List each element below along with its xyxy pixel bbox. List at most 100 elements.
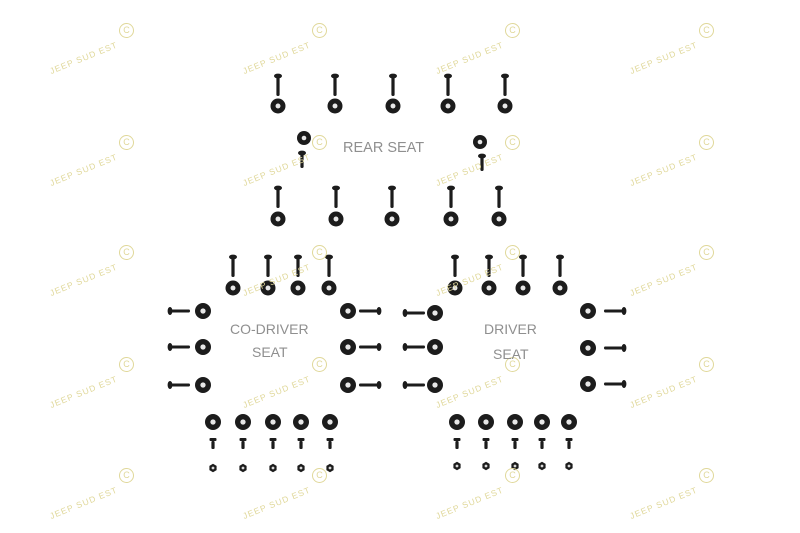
washer-icon [497,98,513,114]
washer-icon [270,98,286,114]
screw-icon [501,73,509,96]
washer-icon [534,414,550,430]
nut-icon [209,463,217,473]
washer-icon [580,340,596,356]
screw-icon [167,381,190,389]
washer-icon [270,211,286,227]
screw-icon [451,254,459,277]
copyright-icon: C [312,357,327,372]
washer-icon [385,98,401,114]
screw-icon [359,307,382,315]
co-driver-seat-label-line1: CO-DRIVER [230,321,309,337]
screw-icon [604,307,627,315]
nut-icon [269,463,277,473]
nut-icon [482,461,490,471]
copyright-icon: C [699,23,714,38]
screw-icon [485,254,493,277]
screw-icon [482,438,490,449]
washer-icon [478,414,494,430]
copyright-icon: C [119,245,134,260]
screw-icon [511,438,519,449]
screw-icon [604,380,627,388]
driver-seat-label-line2: SEAT [493,346,529,362]
screw-icon [359,381,382,389]
screw-icon [604,344,627,352]
copyright-icon: C [505,135,520,150]
screw-icon [453,438,461,449]
copyright-icon: C [119,468,134,483]
washer-icon [427,377,443,393]
screw-icon [538,438,546,449]
washer-icon [195,339,211,355]
copyright-icon: C [699,468,714,483]
screw-icon [269,438,277,449]
driver-seat-label-line1: DRIVER [484,321,537,337]
screw-icon [389,73,397,96]
rear-seat-label: REAR SEAT [343,140,425,156]
screw-icon [478,153,486,171]
nut-icon [239,463,247,473]
washer-icon [293,414,309,430]
screw-icon [274,185,282,208]
screw-icon [402,309,425,317]
screw-icon [359,343,382,351]
screw-icon [298,150,306,168]
screw-icon [325,254,333,277]
screw-icon [331,73,339,96]
screw-icon [402,343,425,351]
washer-icon [265,414,281,430]
copyright-icon: C [312,245,327,260]
screw-icon [239,438,247,449]
screw-icon [332,185,340,208]
washer-icon [328,211,344,227]
washer-icon [340,377,356,393]
washer-icon [260,280,276,296]
copyright-icon: C [312,135,327,150]
washer-icon [225,280,241,296]
copyright-icon: C [505,23,520,38]
washer-icon [561,414,577,430]
washer-icon [449,414,465,430]
screw-icon [519,254,527,277]
copyright-icon: C [699,135,714,150]
screw-icon [402,381,425,389]
screw-icon [294,254,302,277]
washer-icon [205,414,221,430]
copyright-icon: C [312,23,327,38]
washer-icon [552,280,568,296]
screw-icon [565,438,573,449]
washer-icon [340,303,356,319]
nut-icon [297,463,305,473]
screw-icon [447,185,455,208]
washer-icon [580,376,596,392]
co-driver-seat-label-line2: SEAT [252,344,288,360]
copyright-icon: C [699,357,714,372]
washer-icon [195,303,211,319]
washer-icon [507,414,523,430]
screw-icon [167,343,190,351]
washer-icon [491,211,507,227]
nut-icon [565,461,573,471]
screw-icon [274,73,282,96]
copyright-icon: C [505,357,520,372]
washer-icon [322,414,338,430]
screw-icon [167,307,190,315]
nut-icon [538,461,546,471]
copyright-icon: C [699,245,714,260]
screw-icon [209,438,217,449]
copyright-icon: C [312,468,327,483]
screw-icon [444,73,452,96]
screw-icon [297,438,305,449]
washer-icon [384,211,400,227]
washer-icon [447,280,463,296]
screw-icon [556,254,564,277]
washer-icon [340,339,356,355]
washer-icon [321,280,337,296]
washer-icon [443,211,459,227]
copyright-icon: C [119,135,134,150]
washer-icon [297,131,311,145]
nut-icon [453,461,461,471]
screw-icon [229,254,237,277]
